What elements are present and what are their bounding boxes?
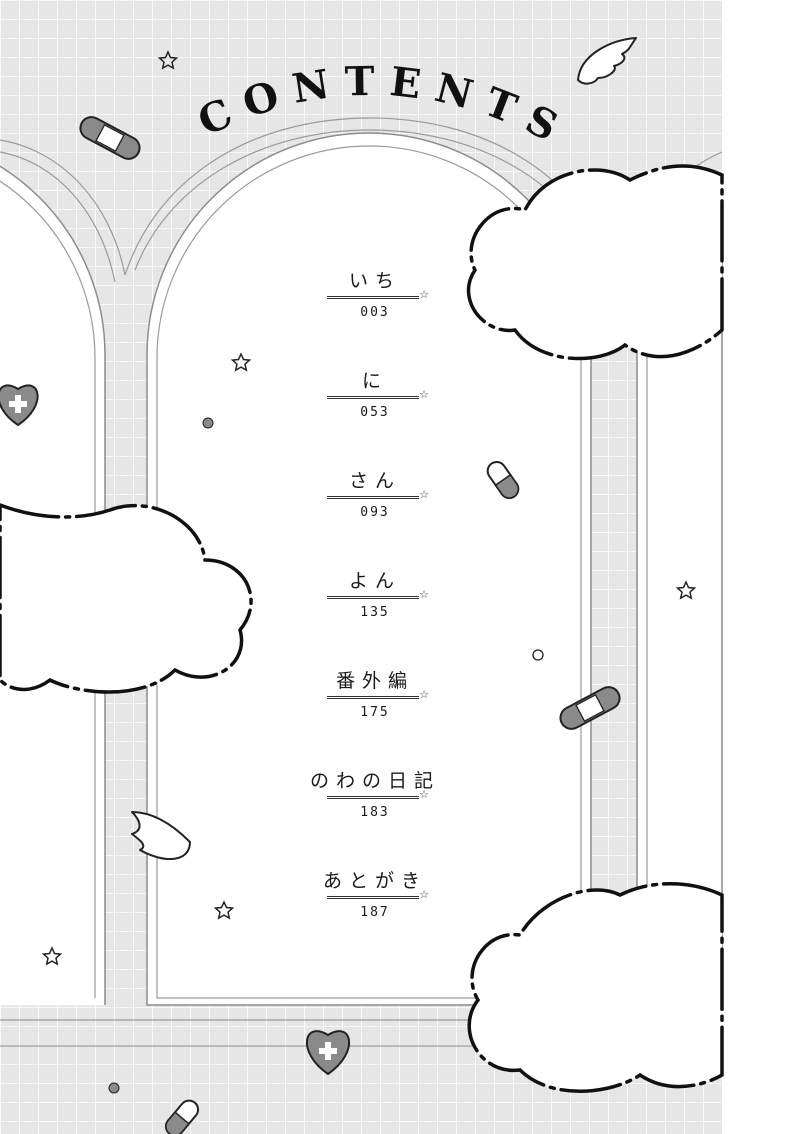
toc-entry-title: いち <box>348 270 401 292</box>
toc-entry-page: 135 <box>360 605 390 620</box>
toc-entry[interactable]: いち ☆ 003 <box>300 270 450 320</box>
toc-entry-title: さん <box>348 470 401 492</box>
star-icon <box>41 946 63 966</box>
star-icon: ☆ <box>419 888 429 901</box>
heart-cross-icon <box>305 1030 351 1076</box>
toc-entry[interactable]: に ☆ 053 <box>300 370 450 420</box>
toc-rule: ☆ <box>327 389 429 401</box>
dot-icon <box>108 1082 120 1094</box>
toc-entry-page: 183 <box>360 805 390 820</box>
toc-entry-title: よん <box>348 570 401 592</box>
toc-entry-page: 187 <box>360 905 390 920</box>
toc-rule: ☆ <box>327 689 429 701</box>
star-icon: ☆ <box>419 588 429 601</box>
toc-entry[interactable]: あとがき ☆ 187 <box>300 870 450 920</box>
cloud-outline <box>466 164 724 361</box>
toc-entry-title: 番外編 <box>335 670 414 692</box>
star-icon <box>675 580 697 600</box>
contents-letter: E <box>388 58 438 110</box>
pill-icon <box>164 1099 200 1134</box>
dot-icon <box>202 417 214 429</box>
toc-entry-page: 003 <box>360 305 390 320</box>
toc-rule: ☆ <box>327 789 429 801</box>
toc-rule: ☆ <box>327 889 429 901</box>
star-icon: ☆ <box>419 388 429 401</box>
toc-rule: ☆ <box>327 589 429 601</box>
toc-entry[interactable]: さん ☆ 093 <box>300 470 450 520</box>
star-icon: ☆ <box>419 788 429 801</box>
star-icon <box>230 352 252 372</box>
cloud-outline <box>0 503 253 694</box>
toc-entry[interactable]: よん ☆ 135 <box>300 570 450 620</box>
cloud-outline <box>467 882 724 1093</box>
star-icon: ☆ <box>419 488 429 501</box>
toc-entry-page: 175 <box>360 705 390 720</box>
contents-letter: T <box>344 58 388 106</box>
toc-entry-title: あとがき <box>322 870 427 892</box>
bandage-icon <box>559 686 621 730</box>
toc-entry-page: 053 <box>360 405 390 420</box>
toc-entry-page: 093 <box>360 505 390 520</box>
toc-entry[interactable]: のわの日記 ☆ 183 <box>300 770 450 820</box>
pill-icon <box>486 460 520 500</box>
star-icon: ☆ <box>419 688 429 701</box>
toc-entry-title: のわの日記 <box>309 770 440 792</box>
toc-rule: ☆ <box>327 489 429 501</box>
toc-entry-title: に <box>361 370 388 392</box>
dot-icon <box>532 649 544 661</box>
contents-letter: N <box>289 59 346 113</box>
star-icon: ☆ <box>419 288 429 301</box>
toc-entry[interactable]: 番外編 ☆ 175 <box>300 670 450 720</box>
heart-cross-icon <box>0 384 39 427</box>
toc-rule: ☆ <box>327 289 429 301</box>
star-icon <box>213 900 235 920</box>
wing-icon <box>131 37 637 861</box>
star-icon <box>157 50 179 70</box>
bandage-icon <box>79 116 141 160</box>
